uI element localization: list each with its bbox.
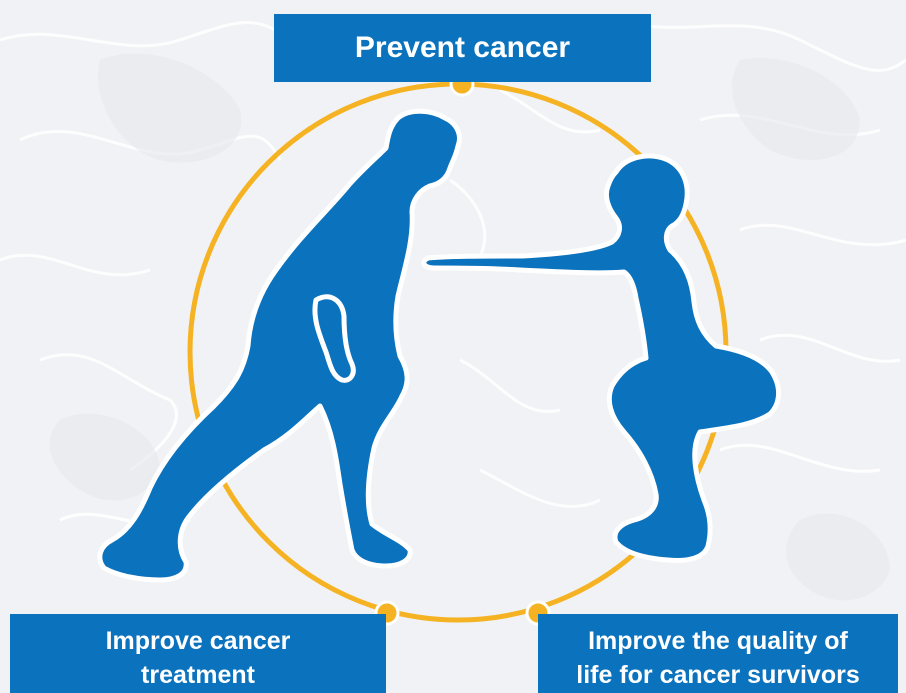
label-improve-treatment: Improve cancer treatment bbox=[10, 614, 386, 693]
label-prevent-cancer: Prevent cancer bbox=[274, 14, 651, 82]
label-improve-quality-line1: Improve the quality of bbox=[588, 627, 848, 655]
man-stretching-silhouette bbox=[97, 108, 462, 583]
label-improve-treatment-line2: treatment bbox=[141, 660, 255, 689]
label-prevent-cancer-text: Prevent cancer bbox=[354, 31, 571, 64]
woman-squat-silhouette bbox=[421, 153, 781, 563]
label-improve-treatment-line1: Improve cancer bbox=[105, 627, 291, 655]
label-improve-quality-of-life: Improve the quality of life for cancer s… bbox=[538, 614, 898, 693]
label-improve-quality-line2: life for cancer survivors bbox=[576, 660, 860, 689]
